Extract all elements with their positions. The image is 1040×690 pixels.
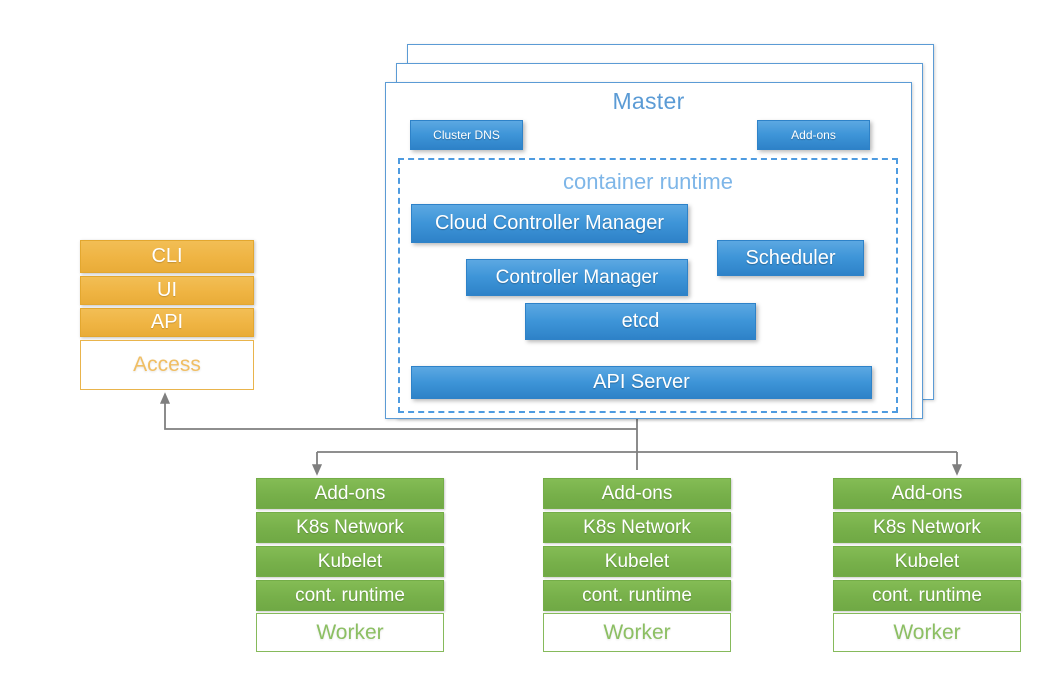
container-runtime-title: container runtime (563, 169, 733, 194)
worker-2-row-network[interactable]: K8s Network (543, 512, 731, 543)
container-runtime-region (398, 158, 898, 413)
access-row-cli[interactable]: CLI (80, 240, 254, 273)
api-server-box[interactable]: API Server (411, 366, 872, 399)
master-add-ons-box[interactable]: Add-ons (757, 120, 870, 150)
access-label: Access (80, 340, 254, 390)
worker-2-label: Worker (543, 613, 731, 652)
access-row-api[interactable]: API (80, 308, 254, 337)
etcd-box[interactable]: etcd (525, 303, 756, 340)
worker-1-row-kubelet[interactable]: Kubelet (256, 546, 444, 577)
worker-3-row-network[interactable]: K8s Network (833, 512, 1021, 543)
master-title: Master (612, 87, 685, 114)
worker-1-row-runtime[interactable]: cont. runtime (256, 580, 444, 611)
worker-2-row-runtime[interactable]: cont. runtime (543, 580, 731, 611)
worker-2-row-addons[interactable]: Add-ons (543, 478, 731, 509)
worker-1-label: Worker (256, 613, 444, 652)
worker-3-label: Worker (833, 613, 1021, 652)
worker-1-row-addons[interactable]: Add-ons (256, 478, 444, 509)
cloud-controller-manager-box[interactable]: Cloud Controller Manager (411, 204, 688, 243)
worker-1-row-network[interactable]: K8s Network (256, 512, 444, 543)
worker-2-row-kubelet[interactable]: Kubelet (543, 546, 731, 577)
cluster-dns-box[interactable]: Cluster DNS (410, 120, 523, 150)
access-row-ui[interactable]: UI (80, 276, 254, 305)
worker-3-row-kubelet[interactable]: Kubelet (833, 546, 1021, 577)
worker-3-row-addons[interactable]: Add-ons (833, 478, 1021, 509)
controller-manager-box[interactable]: Controller Manager (466, 259, 688, 296)
scheduler-box[interactable]: Scheduler (717, 240, 864, 276)
worker-3-row-runtime[interactable]: cont. runtime (833, 580, 1021, 611)
